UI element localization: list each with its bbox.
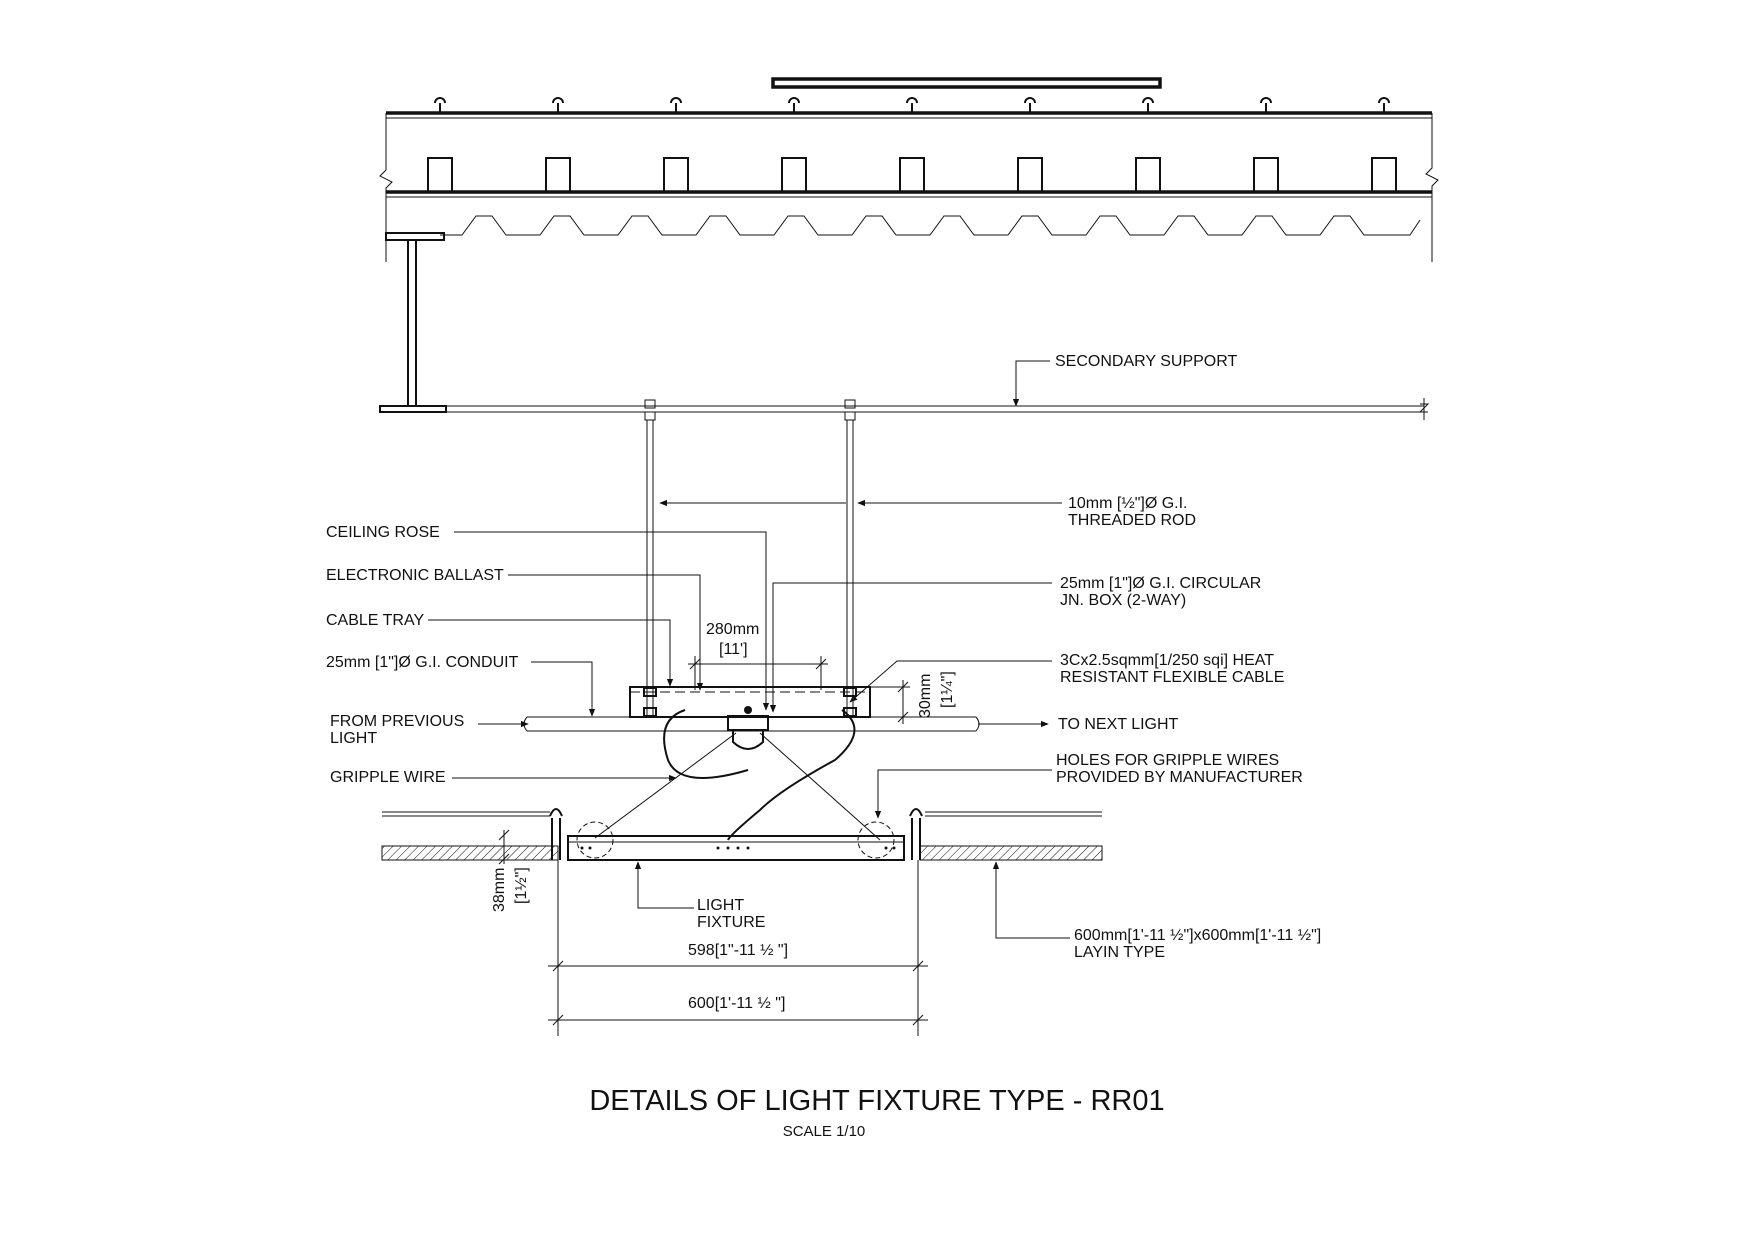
conduit — [523, 716, 980, 732]
dim-fixture-width: 598[1"-11 ½ "] — [688, 942, 788, 959]
light-fixture-body — [567, 835, 905, 861]
label-jn-box-line1: 25mm [1"]Ø G.I. CIRCULAR — [1060, 575, 1261, 592]
dim-tray-width-imperial: [11'] — [719, 641, 748, 658]
flexible-cables — [663, 709, 856, 841]
roof-clips — [434, 97, 1390, 113]
gripple-wires — [576, 732, 895, 859]
label-flexible-cable-line1: 3Cx2.5sqmm[1/250 sqi] HEAT — [1060, 652, 1274, 669]
label-secondary-support: SECONDARY SUPPORT — [1055, 353, 1238, 370]
dim-module-width: 600[1'-11 ½ "] — [688, 995, 785, 1012]
label-layin-line1: 600mm[1'-11 ½"]x600mm[1'-11 ½"] — [1074, 927, 1321, 944]
dim-tile-depth-imperial: [1½"] — [513, 867, 530, 904]
leader-lines — [428, 360, 1070, 939]
label-ceiling-rose: CEILING ROSE — [326, 524, 440, 541]
dim-tile-depth: 38mm — [491, 868, 508, 912]
label-to-next-light: TO NEXT LIGHT — [1058, 716, 1179, 733]
secondary-support-member — [446, 398, 1430, 420]
label-cable-tray: CABLE TRAY — [326, 612, 424, 629]
dim-tray-height-imperial: [1¼"] — [939, 671, 956, 708]
label-conduit: 25mm [1"]Ø G.I. CONDUIT — [326, 654, 519, 671]
label-from-previous-line2: LIGHT — [330, 730, 377, 747]
label-threaded-rod-line1: 10mm [½"]Ø G.I. — [1068, 495, 1187, 512]
label-layin-line2: LAYIN TYPE — [1074, 944, 1165, 961]
label-gripple-wire: GRIPPLE WIRE — [330, 769, 446, 786]
ceiling-rose — [727, 706, 769, 750]
label-light-fixture-line2: FIXTURE — [697, 914, 765, 931]
dim-tray-width: 280mm — [706, 621, 759, 638]
label-from-previous-line1: FROM PREVIOUS — [330, 713, 464, 730]
label-holes-line2: PROVIDED BY MANUFACTURER — [1056, 769, 1303, 786]
label-flexible-cable-line2: RESISTANT FLEXIBLE CABLE — [1060, 669, 1284, 686]
purlins — [427, 157, 1397, 192]
ceiling-tiles — [381, 808, 1103, 861]
label-jn-box-line2: JN. BOX (2-WAY) — [1060, 592, 1186, 609]
label-electronic-ballast: ELECTRONIC BALLAST — [326, 567, 504, 584]
dimension-labels: 280mm [11'] 30mm [1¼"] 38mm [1½"] 598[1"… — [491, 621, 956, 1012]
threaded-rods — [643, 399, 857, 717]
dim-tray-height: 30mm — [917, 674, 934, 718]
label-light-fixture-line1: LIGHT — [697, 897, 744, 914]
roof-deck — [379, 77, 1439, 262]
steel-post — [379, 232, 447, 413]
corrugated-sheet — [440, 215, 1421, 236]
annotation-labels: SECONDARY SUPPORT 10mm [½"]Ø G.I. THREAD… — [326, 353, 1321, 961]
label-holes-line1: HOLES FOR GRIPPLE WIRES — [1056, 752, 1279, 769]
label-threaded-rod-line2: THREADED ROD — [1068, 512, 1196, 529]
dimension-lines — [498, 656, 928, 1036]
drawing-title: DETAILS OF LIGHT FIXTURE TYPE - RR01 — [589, 1085, 1164, 1117]
drawing-scale: SCALE 1/10 — [783, 1123, 866, 1140]
